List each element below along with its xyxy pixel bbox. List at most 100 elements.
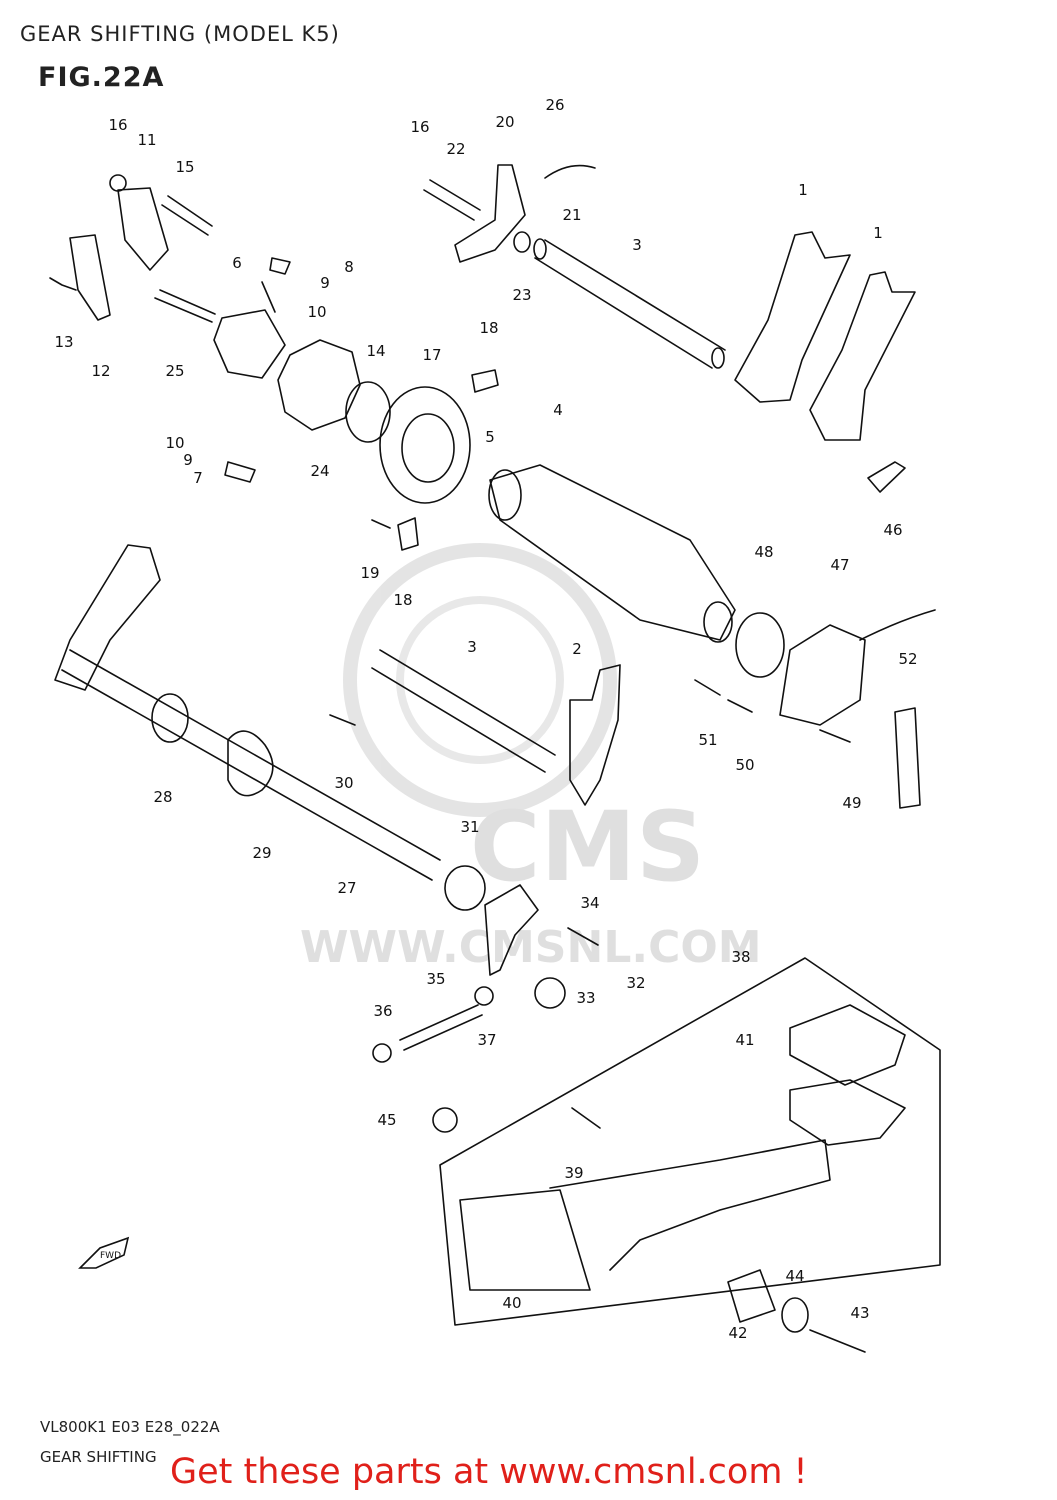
callout-number: 50 bbox=[735, 756, 754, 774]
part-16-nut bbox=[109, 174, 127, 192]
part-18-stopper bbox=[471, 369, 499, 393]
callout-number: 41 bbox=[735, 1031, 754, 1049]
part-46-bracket bbox=[867, 461, 906, 493]
watermark-logo: CMS WWW.CMSNL.COM bbox=[300, 543, 762, 973]
part-23-washer bbox=[513, 231, 531, 253]
callout-number: 31 bbox=[460, 818, 479, 836]
part-2-fork bbox=[569, 664, 621, 806]
part-39-bolt bbox=[571, 1107, 601, 1129]
part-47-switch bbox=[779, 624, 866, 726]
callout-number: 42 bbox=[728, 1324, 747, 1342]
callout-number: 2 bbox=[572, 640, 582, 658]
part-32-lever bbox=[484, 884, 539, 976]
callout-number: 7 bbox=[193, 469, 203, 487]
part-22-stud bbox=[423, 179, 481, 221]
callout-number: 28 bbox=[153, 788, 172, 806]
part-33-joint bbox=[534, 977, 566, 1009]
callout-number: 15 bbox=[175, 158, 194, 176]
callout-number: 45 bbox=[377, 1111, 396, 1129]
part-outlines bbox=[49, 164, 941, 1353]
part-35-rod bbox=[399, 1004, 483, 1051]
callout-number: 37 bbox=[477, 1031, 496, 1049]
part-3-lower-shaft bbox=[371, 649, 556, 773]
callout-number: 46 bbox=[883, 521, 902, 539]
part-44-washer bbox=[781, 1297, 809, 1333]
callout-number: 17 bbox=[422, 346, 441, 364]
part-25-bolt bbox=[154, 289, 216, 323]
callout-number: 16 bbox=[108, 116, 127, 134]
part-38-bracket-box bbox=[439, 957, 941, 1326]
part-17-bearing bbox=[379, 386, 471, 504]
model-code: VL800K1 E03 E28_022A bbox=[40, 1418, 220, 1436]
part-31-seal bbox=[444, 865, 486, 911]
part-28-collar bbox=[151, 693, 189, 743]
callout-number: 35 bbox=[426, 970, 445, 988]
part-13-bolt bbox=[49, 277, 77, 291]
part-pedal-arm bbox=[549, 1139, 831, 1271]
watermark-url: WWW.CMSNL.COM bbox=[300, 922, 762, 973]
callout-number: 10 bbox=[165, 434, 184, 452]
part-40-footpeg bbox=[459, 1189, 591, 1291]
part-pedal-plate bbox=[789, 1079, 906, 1146]
callout-number: 18 bbox=[479, 319, 498, 337]
part-42-collar bbox=[727, 1269, 776, 1323]
callout-number: 12 bbox=[91, 362, 110, 380]
part-14-ring bbox=[345, 381, 391, 443]
part-11-plate bbox=[117, 187, 169, 271]
callout-number: 34 bbox=[580, 894, 599, 912]
part-18b-stopper bbox=[397, 517, 419, 551]
callout-number: 21 bbox=[562, 206, 581, 224]
callout-number: 27 bbox=[337, 879, 356, 897]
forward-arrow-icon: FWD bbox=[78, 1236, 130, 1269]
callout-number: 32 bbox=[626, 974, 645, 992]
part-6-cam bbox=[213, 309, 286, 379]
part-50-pin bbox=[727, 699, 753, 713]
callout-number: 5 bbox=[485, 428, 495, 446]
callout-number: 22 bbox=[446, 140, 465, 158]
part-1-fork-b bbox=[809, 271, 916, 441]
section-name: GEAR SHIFTING bbox=[40, 1448, 157, 1466]
figure-label: FIG.22A bbox=[38, 62, 165, 93]
callout-number: 1 bbox=[798, 181, 808, 199]
callout-number: 47 bbox=[830, 556, 849, 574]
callout-number: 26 bbox=[545, 96, 564, 114]
callout-number: 8 bbox=[344, 258, 354, 276]
callout-number: 16 bbox=[410, 118, 429, 136]
part-37-nut bbox=[474, 986, 494, 1006]
callout-number: 3 bbox=[467, 638, 477, 656]
part-34-bolt bbox=[567, 927, 599, 946]
callout-number: 24 bbox=[310, 462, 329, 480]
part-24-plate bbox=[277, 339, 361, 431]
part-27-shift-shaft bbox=[61, 649, 441, 881]
part-12-plate bbox=[69, 234, 111, 321]
callout-number: 19 bbox=[360, 564, 379, 582]
fwd-label: FWD bbox=[100, 1251, 121, 1261]
callout-number: 39 bbox=[564, 1164, 583, 1182]
callout-number: 20 bbox=[495, 113, 514, 131]
cta-link[interactable]: Get these parts at www.cmsnl.com ! bbox=[170, 1452, 808, 1492]
callout-number: 11 bbox=[137, 131, 156, 149]
part-51-spring bbox=[694, 679, 721, 696]
callout-number: 6 bbox=[232, 254, 242, 272]
part-shift-arm bbox=[54, 544, 161, 691]
watermark-brand: CMS bbox=[470, 791, 705, 903]
part-8-pin bbox=[269, 257, 291, 275]
callout-number: 33 bbox=[576, 989, 595, 1007]
callout-number: 13 bbox=[54, 333, 73, 351]
part-29-spring bbox=[227, 730, 274, 797]
callout-number: 40 bbox=[502, 1294, 521, 1312]
part-36-nut bbox=[372, 1043, 392, 1063]
callout-number: 1 bbox=[873, 224, 883, 242]
callout-number: 43 bbox=[850, 1304, 869, 1322]
part-45-nut bbox=[432, 1107, 458, 1133]
part-30-bolt bbox=[329, 714, 356, 726]
callout-number: 4 bbox=[553, 401, 563, 419]
part-4-drum bbox=[489, 464, 736, 641]
part-49-bolt bbox=[819, 729, 851, 743]
part-7-pin bbox=[224, 461, 256, 483]
part-20-plate bbox=[454, 164, 526, 263]
part-52-clamp bbox=[894, 707, 921, 809]
